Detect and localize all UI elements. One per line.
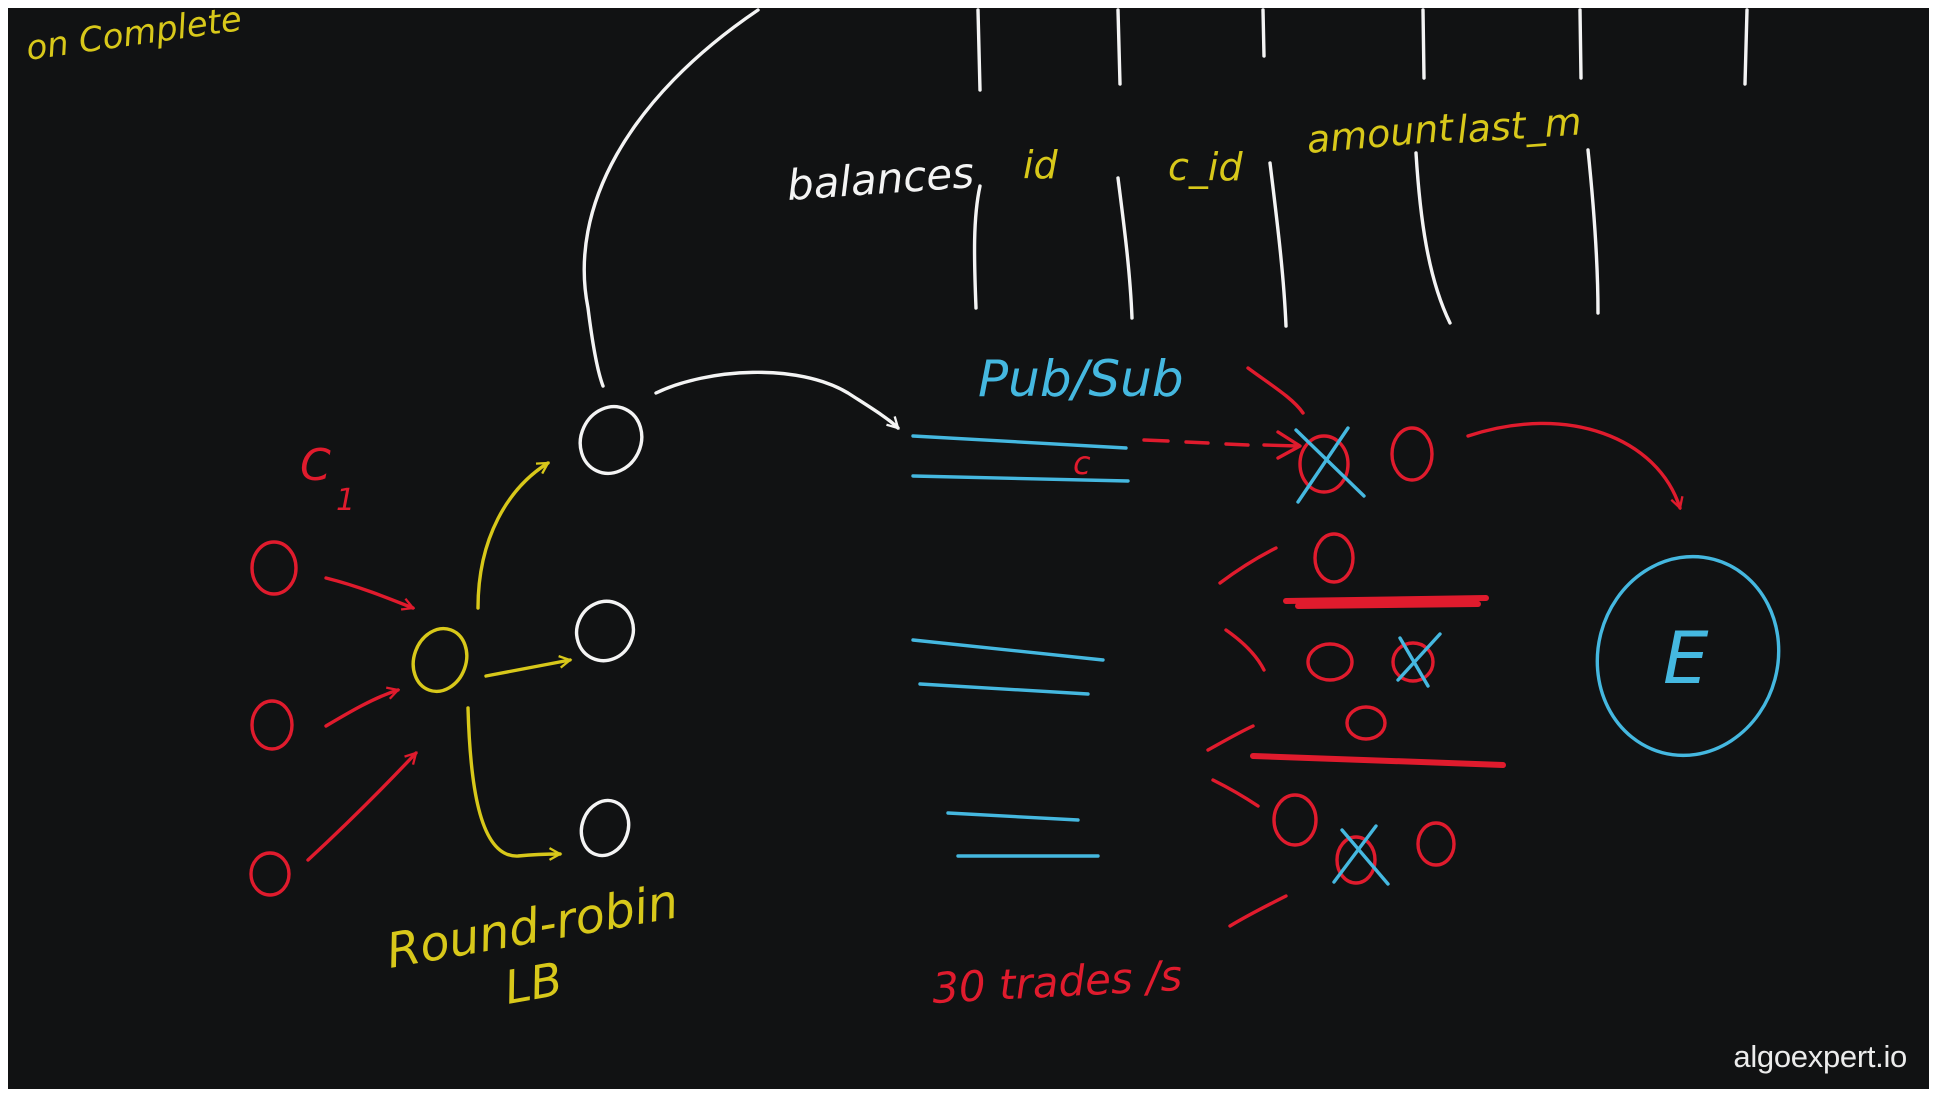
consumer-tick	[1228, 894, 1288, 928]
column-separator	[1116, 8, 1122, 86]
consumer-node	[1272, 793, 1318, 847]
client-to-lb-arrow	[324, 576, 413, 608]
failed-consumer-x	[1332, 824, 1390, 886]
dashed-subscription-arrowhead	[1276, 430, 1302, 460]
consumer-node	[1345, 705, 1387, 741]
worker-node	[578, 404, 644, 476]
worker-node	[579, 798, 631, 858]
queue-line	[911, 434, 1128, 450]
client-to-lb-arrow	[306, 753, 418, 862]
column-separator	[1578, 8, 1583, 80]
divider-line	[1250, 753, 1506, 768]
worker-to-pubsub-arrow	[654, 370, 900, 430]
consumer-node	[1335, 835, 1377, 885]
column-separator	[1414, 151, 1452, 325]
client-node	[250, 699, 294, 751]
client-node	[249, 851, 291, 897]
column-separator	[976, 8, 982, 92]
dashed-subscription-arrow	[1142, 438, 1300, 448]
client-label-sub: 1	[336, 483, 355, 518]
column-amount: amount	[1305, 105, 1457, 162]
consumer-node	[1298, 434, 1350, 494]
consumers	[1206, 366, 1680, 928]
consumer-tick	[1246, 366, 1305, 415]
consumer-to-engine-arrow	[1466, 421, 1680, 508]
consumer-tick	[1211, 778, 1260, 808]
pub-sub-label: Pub/Sub	[978, 350, 1184, 408]
column-c-id: c_id	[1168, 145, 1243, 189]
engine-node	[1595, 554, 1781, 758]
queue-line	[911, 638, 1105, 662]
queue-tag: c	[1073, 444, 1091, 482]
column-separator	[1743, 8, 1749, 86]
queue-line	[911, 474, 1130, 483]
engine: E	[1595, 554, 1781, 758]
consumer-node	[1390, 426, 1434, 482]
workers	[574, 370, 900, 858]
whiteboard-canvas: on Complete balances id c_id amount last…	[8, 8, 1929, 1089]
diagram: on Complete balances id c_id amount last…	[24, 8, 1781, 1015]
worker-node	[574, 599, 636, 663]
lb-to-worker-arrow	[484, 660, 570, 678]
client-node	[250, 540, 298, 596]
consumer-tick	[1224, 628, 1266, 672]
table-to-worker-arrow	[582, 8, 760, 388]
column-separator	[972, 184, 982, 310]
column-id: id	[1023, 143, 1059, 187]
column-separator	[1421, 8, 1426, 80]
consumer-node	[1416, 821, 1456, 867]
algoexpert-watermark: algoexpert.io	[1733, 1039, 1907, 1074]
consumer-node	[1313, 532, 1355, 584]
column-separator	[1116, 176, 1134, 320]
balances-table: balances id c_id amount last_m	[785, 8, 1749, 328]
lb-to-worker-arrow	[466, 706, 560, 856]
divider-line	[1283, 595, 1489, 609]
consumer-node	[1391, 641, 1435, 683]
queue-line	[918, 682, 1090, 696]
failed-consumer-x	[1294, 426, 1366, 504]
column-last-m: last_m	[1456, 99, 1583, 152]
lb-label: LB	[501, 952, 567, 1015]
failed-consumer-x	[1396, 632, 1442, 688]
pub-sub: Pub/Sub c	[911, 350, 1302, 858]
clients: C 1	[249, 440, 418, 897]
client-label-c: C	[300, 440, 331, 491]
load-balancer-node	[411, 626, 469, 694]
on-complete-label: on Complete	[24, 8, 244, 69]
table-name-balances: balances	[785, 148, 975, 210]
queue-line	[946, 811, 1080, 822]
column-separator	[1268, 161, 1288, 328]
consumer-tick	[1218, 546, 1278, 585]
column-separator	[1261, 8, 1266, 58]
column-separator	[1586, 148, 1600, 315]
engine-label: E	[1663, 616, 1709, 700]
consumer-tick	[1206, 724, 1255, 752]
lb-to-worker-arrow	[476, 461, 548, 610]
trades-rate-label: 30 trades /s	[931, 951, 1183, 1013]
client-to-lb-arrow	[324, 690, 398, 728]
load-balancer: Round-robin LB	[382, 461, 682, 1015]
consumer-node	[1306, 642, 1354, 682]
